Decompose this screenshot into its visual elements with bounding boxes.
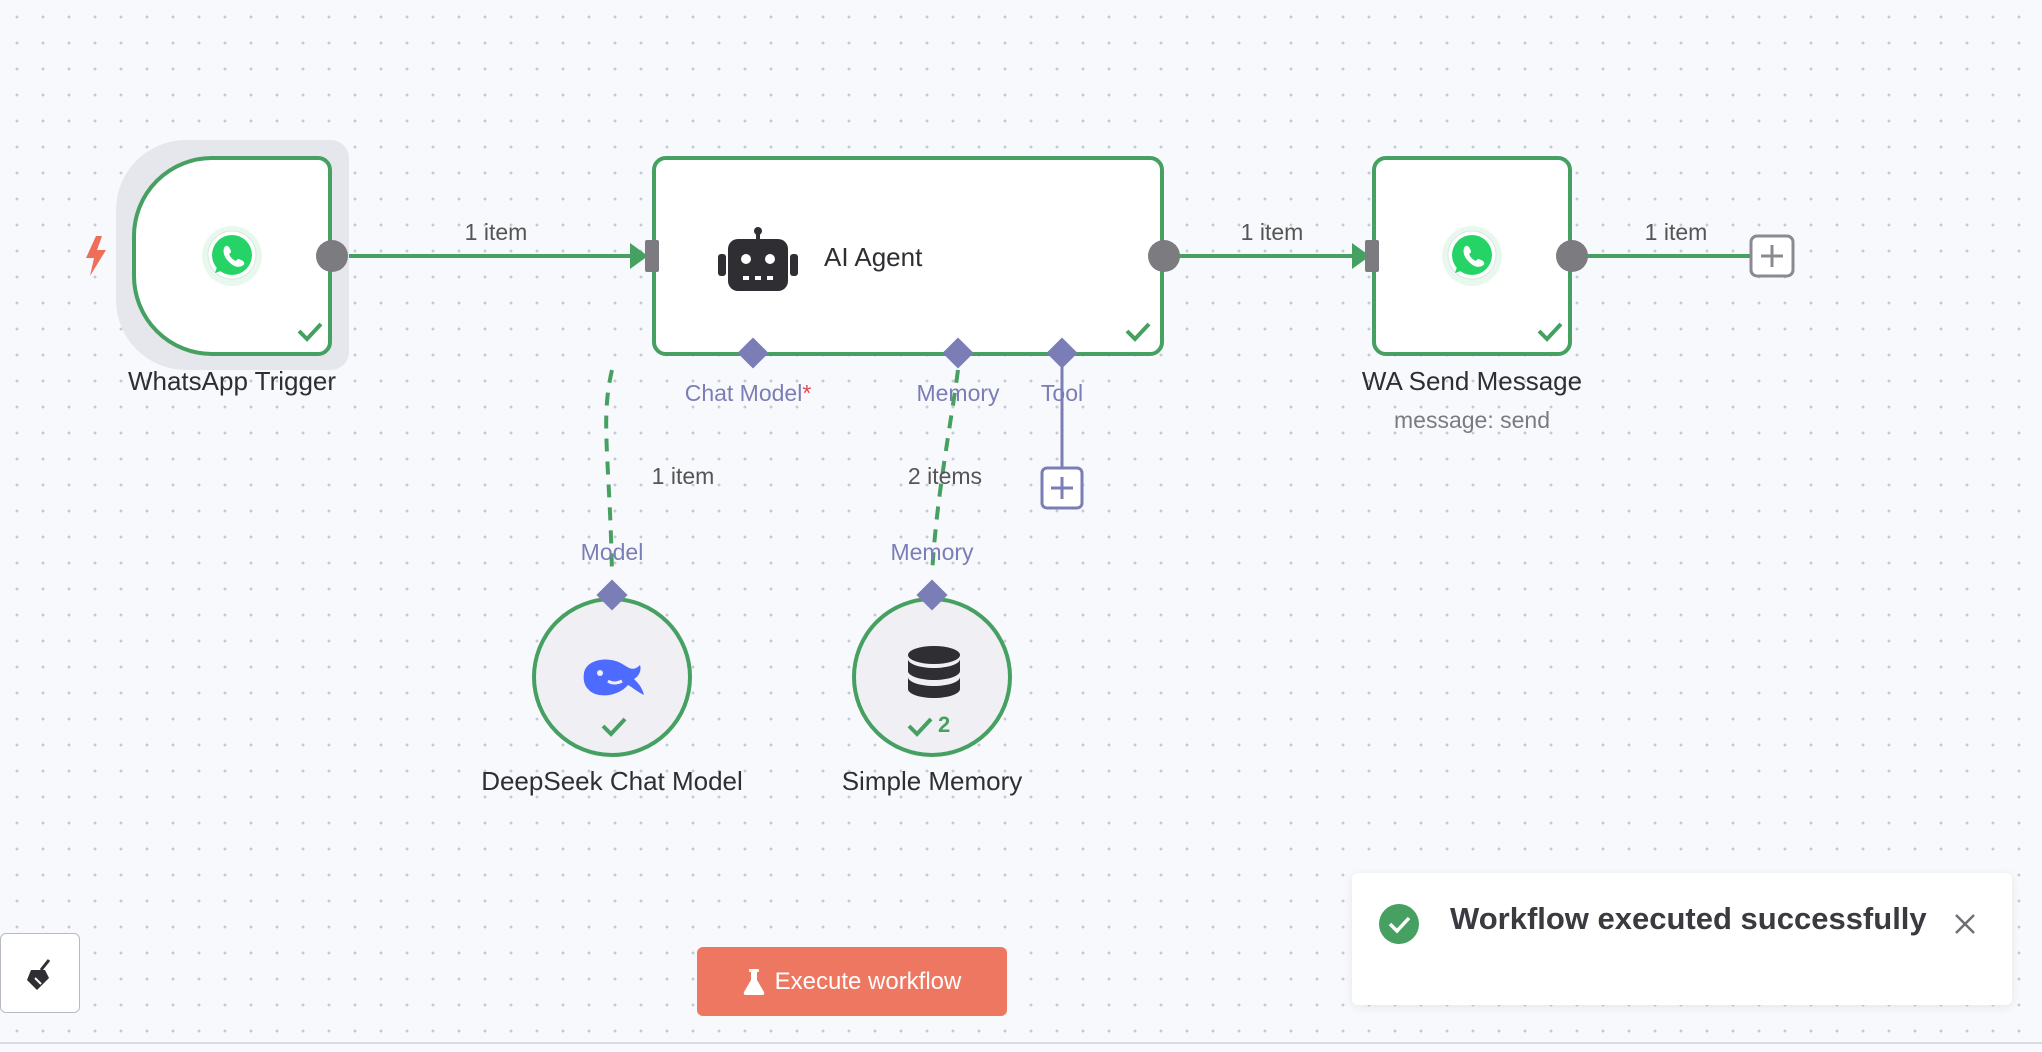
add-node-button[interactable] (1749, 234, 1795, 278)
ai-agent-node[interactable]: AI Agent (652, 156, 1164, 356)
whatsapp-icon (1442, 226, 1502, 286)
broom-icon (27, 959, 51, 990)
success-check-icon (1125, 322, 1151, 342)
execute-workflow-button[interactable]: Execute workflow (697, 947, 1007, 1016)
send-output-handle[interactable] (1556, 240, 1588, 272)
send-node-label: WA Send Message (1361, 366, 1583, 396)
robot-icon (718, 227, 798, 291)
canvas-bottom-border (0, 1042, 2042, 1044)
trigger-output-handle[interactable] (316, 240, 348, 272)
tool-port-label: Tool (1040, 380, 1084, 406)
edge-label-model: 1 item (651, 463, 715, 489)
close-icon[interactable] (1952, 911, 1978, 937)
edge-label-memory: 2 items (907, 463, 983, 489)
execute-workflow-label: Execute workflow (774, 967, 962, 995)
trigger-lightning-icon (86, 236, 106, 276)
edge-label-send-out: 1 item (1644, 219, 1708, 245)
agent-input-handle[interactable] (645, 240, 659, 272)
agent-output-handle[interactable] (1148, 240, 1180, 272)
success-check-icon (907, 717, 933, 737)
memory-port-label: Memory (916, 380, 1000, 406)
database-icon (908, 646, 960, 698)
deepseek-node-label: DeepSeek Chat Model (481, 766, 743, 796)
edge-trigger-to-agent[interactable] (332, 243, 648, 269)
whatsapp-icon (202, 226, 262, 286)
send-node-subtitle: message: send (1394, 407, 1550, 433)
memory-run-count: 2 (938, 712, 951, 737)
success-circle-icon (1379, 904, 1419, 944)
deepseek-chat-model-node[interactable] (532, 597, 692, 757)
edge-label-trigger-agent: 1 item (464, 219, 528, 245)
toast-message: Workflow executed successfully (1450, 901, 1927, 936)
edge-label-agent-send: 1 item (1240, 219, 1304, 245)
success-check-icon (601, 717, 627, 737)
chat-model-port-label: Chat Model* (684, 380, 812, 406)
deepseek-whale-icon (583, 659, 644, 696)
add-tool-button[interactable] (1040, 466, 1084, 510)
ai-agent-label: AI Agent (824, 242, 923, 272)
tidy-up-button[interactable] (0, 933, 80, 1013)
send-input-handle[interactable] (1365, 240, 1379, 272)
wa-send-message-node[interactable] (1372, 156, 1572, 356)
success-check-icon (1537, 322, 1563, 342)
flask-icon (743, 968, 764, 995)
model-input-label: Model (580, 539, 644, 565)
success-toast: Workflow executed successfully (1352, 873, 2012, 1005)
edge-agent-to-send[interactable] (1164, 243, 1370, 269)
trigger-node-label: WhatsApp Trigger (127, 366, 337, 396)
memory-input-label: Memory (890, 539, 974, 565)
whatsapp-trigger-node[interactable] (132, 156, 332, 356)
edge-model-link[interactable] (604, 369, 614, 576)
simple-memory-node[interactable]: 2 (852, 597, 1012, 757)
memory-node-label: Simple Memory (841, 766, 1023, 796)
success-check-icon (297, 322, 323, 342)
edge-memory-link[interactable] (930, 369, 960, 576)
